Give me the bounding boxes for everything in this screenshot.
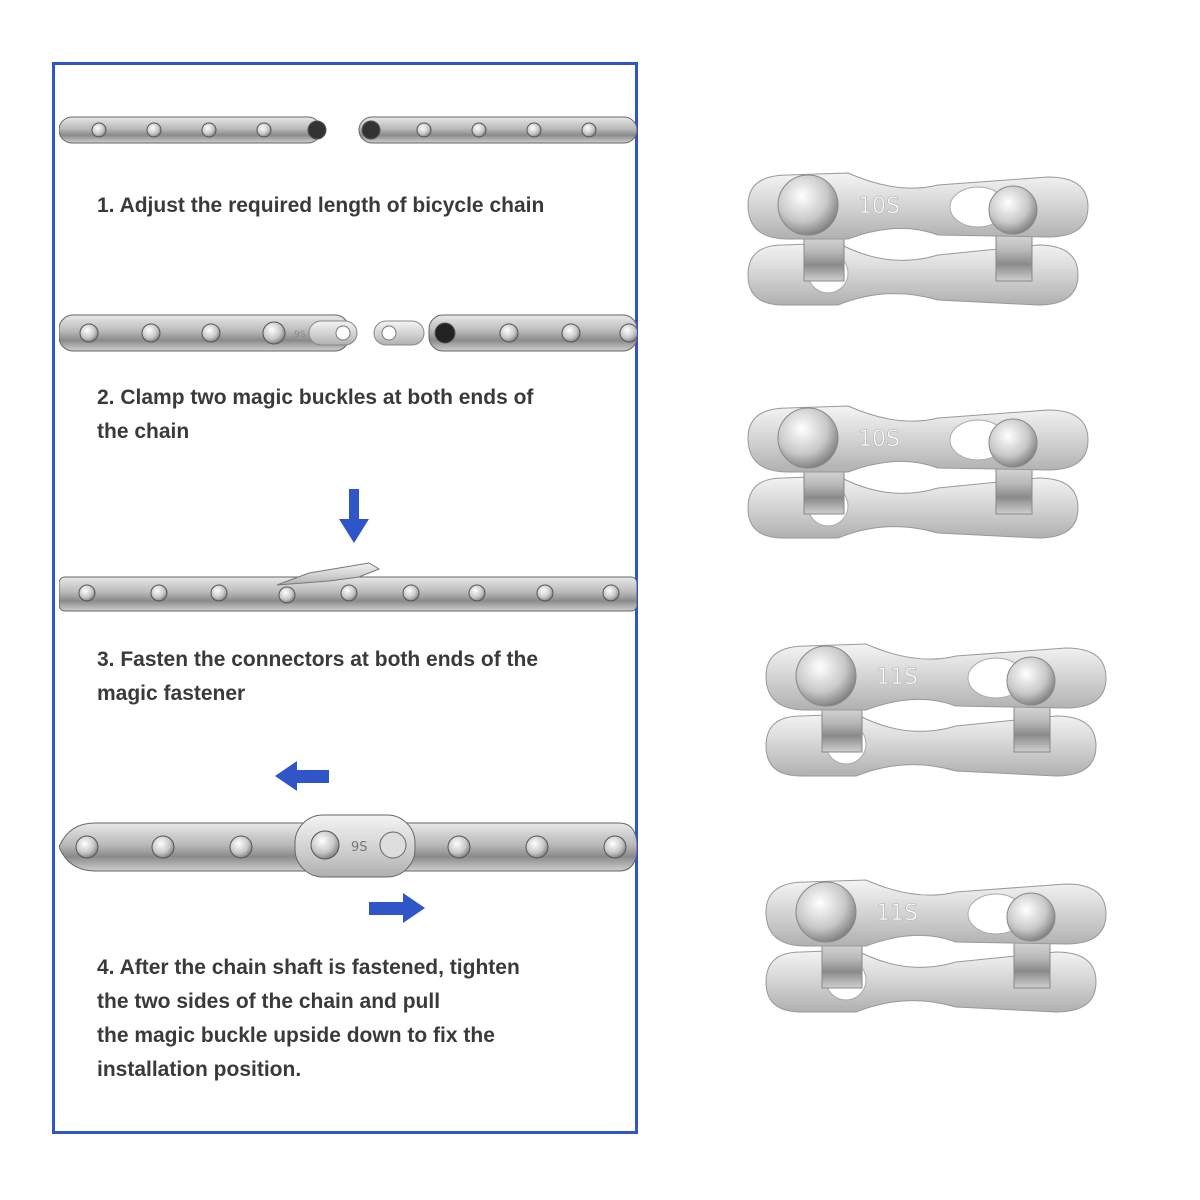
step-4-link-label: 9S	[351, 840, 368, 855]
master-link-11s-2: 11S	[765, 879, 1107, 1013]
step-2-text: 2. Clamp two magic buckles at both ends …	[97, 386, 534, 443]
left-arrow-icon	[275, 761, 329, 791]
link-label-10s-1: 10S	[858, 194, 900, 219]
chain-photo-step-3	[59, 562, 637, 612]
right-arrow-icon	[369, 893, 425, 923]
down-arrow-icon	[339, 489, 369, 543]
chain-photo-step-2: 9S	[59, 314, 637, 352]
link-label-11s-1: 11S	[876, 665, 918, 690]
step-3-text: 3. Fasten the connectors at both ends of…	[97, 648, 539, 705]
step-2-link-label: 9S	[294, 330, 306, 340]
master-link-10s-1: 10S	[747, 172, 1089, 306]
master-link-11s-1: 11S	[765, 643, 1107, 777]
link-label-10s-2: 10S	[858, 427, 900, 452]
chain-photo-step-4: 9S	[59, 814, 637, 878]
link-label-11s-2: 11S	[876, 901, 918, 926]
step-4-text: 4. After the chain shaft is fastened, ti…	[97, 956, 520, 1081]
master-link-10s-2: 10S	[747, 405, 1089, 539]
chain-photo-step-1	[59, 116, 637, 144]
instruction-panel: 1. Adjust the required length of bicycle…	[52, 62, 638, 1134]
step-1-text: 1. Adjust the required length of bicycle…	[97, 194, 545, 217]
